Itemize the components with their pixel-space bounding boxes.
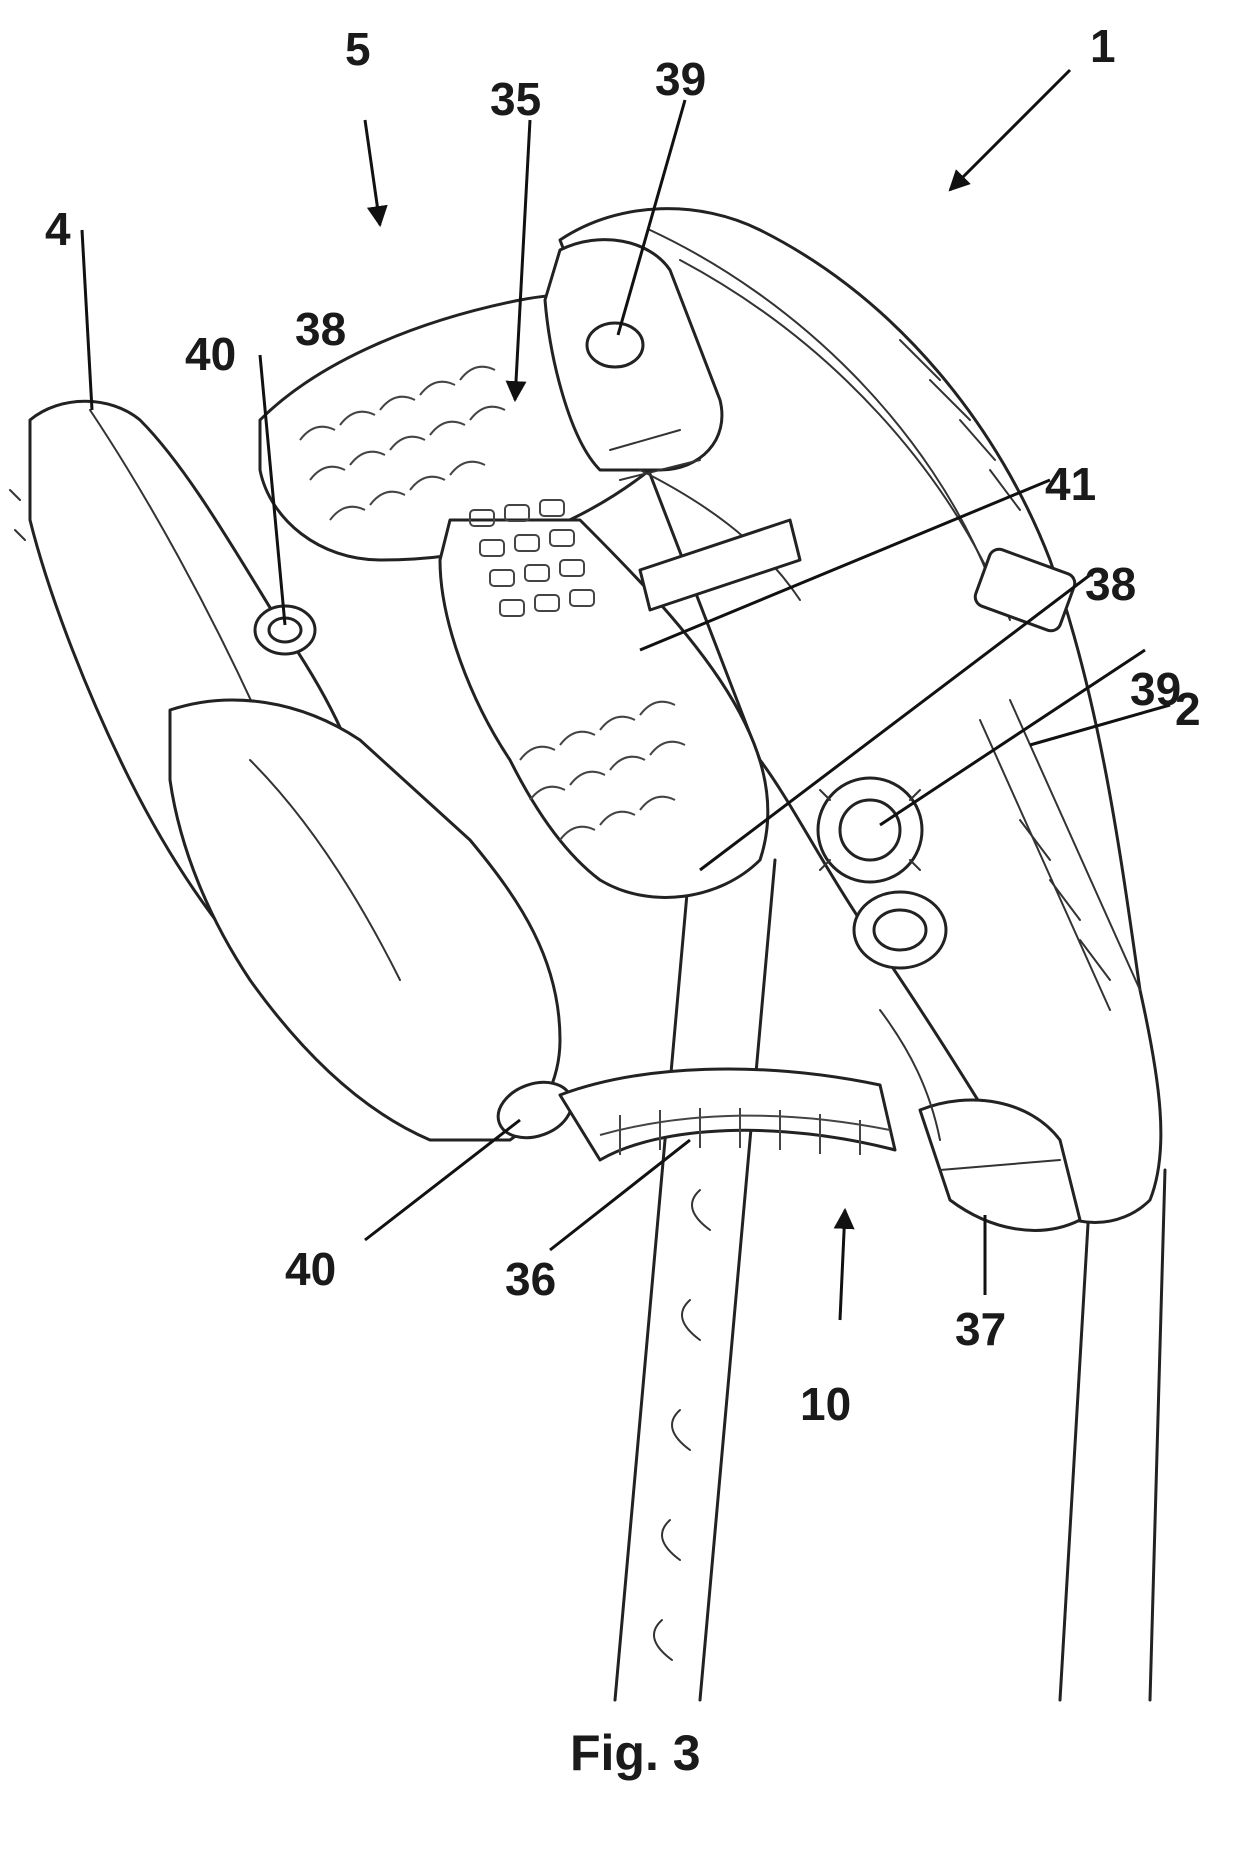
ref-5: 5 <box>345 23 371 75</box>
ref-1: 1 <box>1090 20 1116 72</box>
ref-37: 37 <box>955 1303 1006 1355</box>
ref-40-upper: 40 <box>185 328 236 380</box>
ref-35: 35 <box>490 73 541 125</box>
ref-2: 2 <box>1175 683 1201 735</box>
ref-38-lower: 38 <box>1085 558 1136 610</box>
device-drawing <box>10 209 1165 1700</box>
band-36 <box>560 1069 895 1160</box>
ref-41: 41 <box>1045 458 1096 510</box>
figure-caption: Fig. 3 <box>570 1725 701 1781</box>
ref-40-lower: 40 <box>285 1243 336 1295</box>
ref-39-lower: 39 <box>1130 663 1181 715</box>
ref-39-upper: 39 <box>655 53 706 105</box>
ref-36: 36 <box>505 1253 556 1305</box>
ref-38-upper: 38 <box>295 303 346 355</box>
ref-10: 10 <box>800 1378 851 1430</box>
ref-4: 4 <box>45 203 71 255</box>
